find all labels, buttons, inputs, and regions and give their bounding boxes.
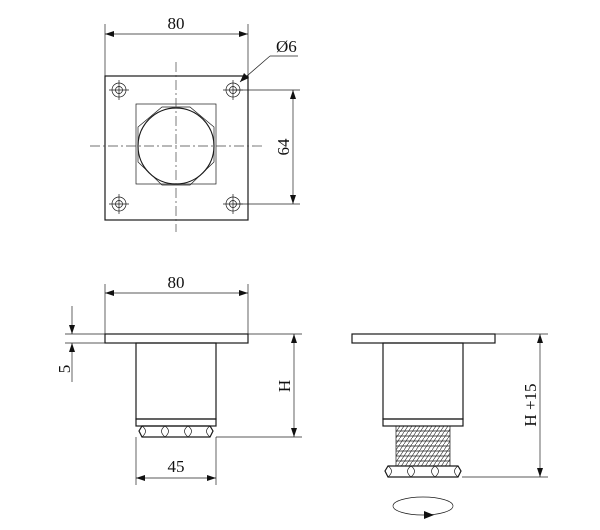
dim-top-height: 64	[233, 89, 300, 205]
dim-height: H	[216, 333, 302, 438]
label-side-width: 80	[168, 273, 185, 292]
label-height: H	[275, 380, 294, 392]
top-plate-outline	[104, 75, 249, 221]
mounting-hole-tl	[109, 80, 129, 100]
label-plate-thickness: 5	[55, 365, 74, 374]
ext-thread	[395, 425, 451, 467]
dim-top-width: 80	[104, 14, 249, 76]
label-top-height: 64	[274, 138, 293, 156]
front-nut	[138, 425, 214, 438]
label-top-width: 80	[168, 14, 185, 33]
front-body	[135, 342, 217, 420]
ext-collar	[382, 418, 464, 427]
mounting-hole-bl	[109, 194, 129, 214]
ext-plate	[351, 333, 496, 344]
label-base-width: 45	[168, 457, 185, 476]
dim-base-width: 45	[135, 437, 217, 485]
top-view: 80 Ø6 64	[90, 14, 300, 232]
extended-view: H +15	[351, 333, 548, 519]
dim-plate-thickness: 5	[55, 306, 105, 382]
front-collar	[135, 418, 217, 427]
ext-nut	[384, 465, 462, 478]
dim-adjusted-height: H +15	[462, 333, 548, 478]
dim-side-width: 80	[104, 273, 249, 334]
top-octagon	[137, 106, 215, 186]
dim-hole-diameter: Ø6	[239, 37, 298, 83]
label-hole-diameter: Ø6	[276, 37, 297, 56]
ext-body	[382, 342, 464, 420]
front-plate	[104, 333, 249, 344]
front-view: 80 5 H 45	[55, 273, 302, 485]
label-adjusted-height: H +15	[521, 383, 540, 426]
rotation-arrow-icon	[392, 496, 454, 519]
